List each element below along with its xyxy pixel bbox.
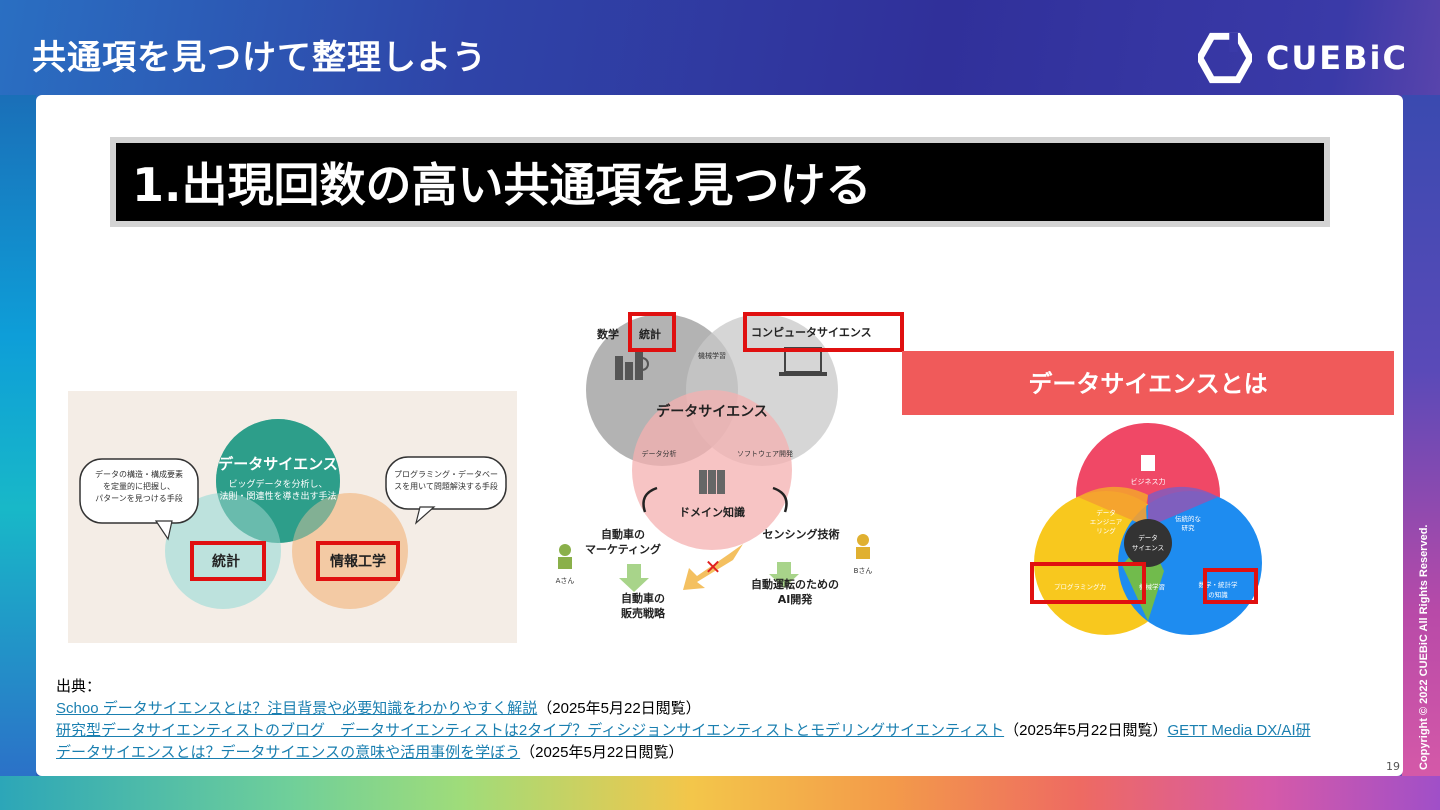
fig2-left-topic-1: 自動車の — [601, 527, 645, 541]
fig2-domain: ドメイン知識 — [679, 505, 745, 519]
right-decor-band — [1402, 95, 1440, 785]
fig2-math: 数学 — [597, 327, 619, 341]
fig2-right-result-2: AI開発 — [778, 592, 814, 606]
fig2-person-a: Aさん — [556, 577, 575, 585]
fig3-traditional-2: 研究 — [1182, 523, 1196, 532]
fig3-ml: 機械学習 — [1139, 582, 1165, 591]
figure-data-science-venn-3: データサイエンスとは ビジネス力 データ エンジニア リング 伝統的な 研究 デ… — [902, 351, 1394, 641]
source-link-schoo[interactable]: Schoo データサイエンスとは？注目背景や必要知識をわかりやすく解説 — [56, 700, 538, 717]
highlight-box-stats-2 — [628, 312, 676, 352]
fig2-stats: 統計 — [639, 327, 661, 341]
highlight-box-programming — [1030, 562, 1146, 604]
fig3-data-eng-2: エンジニア — [1090, 518, 1123, 526]
source-link-gett-b[interactable]: データサイエンスとは？データサイエンスの意味や活用事例を学ぼう — [56, 744, 521, 761]
source-line-1: Schoo データサイエンスとは？注目背景や必要知識をわかりやすく解説（2025… — [56, 698, 1311, 720]
source-date-2: （2025年5月22日閲覧） — [1004, 722, 1168, 739]
fig2-cs: コンピュータサイエンス — [751, 326, 872, 339]
figure-data-science-venn-1: データサイエンス ビッグデータを分析し、 法則・関連性を導き出す手法 データの構… — [68, 391, 517, 643]
fig3-center-2: サイエンス — [1132, 544, 1164, 552]
fig1-right-bubble-1: プログラミング・データベー — [394, 469, 498, 479]
fig2-left-result-1: 自動車の — [621, 591, 665, 605]
section-heading: 1.出現回数の高い共通項を見つける — [116, 143, 1324, 221]
fig3-math-1: 数学・統計学 — [1199, 580, 1239, 589]
highlight-box-infoeng — [316, 541, 400, 581]
fig2-left-result-2: 販売戦略 — [621, 606, 666, 620]
source-label: 出典： — [56, 678, 102, 695]
cuebic-logo: CUEBiC — [1198, 28, 1408, 88]
highlight-box-math — [1203, 568, 1258, 604]
fig3-banner: データサイエンスとは — [1028, 370, 1267, 398]
copyright-text: Copyright © 2022 CUEBiC All Rights Reser… — [1418, 524, 1430, 770]
hexagon-logo-icon — [1198, 32, 1252, 84]
fig1-right-bubble-2: スを用いて問題解決する手段 — [394, 481, 498, 491]
source-citations: 出典： Schoo データサイエンスとは？注目背景や必要知識をわかりやすく解説（… — [56, 676, 1311, 764]
fig1-center-title: データサイエンス — [218, 455, 338, 473]
fig2-right-topic: センシング技術 — [763, 527, 840, 541]
section-heading-box: 1.出現回数の高い共通項を見つける — [110, 137, 1330, 227]
fig3-programming: プログラミング力 — [1054, 582, 1106, 591]
fig2-software: ソフトウェア開発 — [737, 449, 793, 458]
highlight-box-stats-1 — [190, 541, 266, 581]
fig3-business: ビジネス力 — [1131, 477, 1166, 486]
highlight-box-cs — [743, 312, 904, 352]
fig3-center-1: データ — [1138, 533, 1158, 542]
fig1-center-desc-2: 法則・関連性を導き出す手法 — [219, 490, 336, 502]
source-date-1: （2025年5月22日閲覧） — [537, 700, 701, 717]
bottom-decor-band — [0, 776, 1440, 810]
left-decor-band — [0, 95, 36, 785]
fig3-math-2: の知識 — [1208, 590, 1228, 599]
source-link-gett-a[interactable]: GETT Media DX/AI研 — [1167, 722, 1311, 739]
fig2-center: データサイエンス — [656, 403, 768, 420]
fig1-center-desc-1: ビッグデータを分析し、 — [228, 478, 327, 490]
fig1-left-bubble-1: データの構造・構成要素 — [95, 469, 183, 479]
page-number: 19 — [1386, 760, 1400, 773]
fig1-left-circle-label: 統計 — [212, 553, 240, 570]
fig1-left-bubble-3: パターンを見つける手段 — [95, 493, 183, 503]
fig2-ml: 機械学習 — [698, 351, 726, 360]
source-link-blog[interactable]: 研究型データサイエンティストのブログ データサイエンティストは2タイプ？ディシジ… — [56, 722, 1005, 739]
source-date-3: （2025年5月22日閲覧） — [520, 744, 684, 761]
fig2-cross-icon: ✕ — [705, 555, 722, 579]
fig2-right-result-1: 自動運転のための — [751, 577, 839, 591]
fig3-data-eng-1: データ — [1096, 508, 1116, 517]
page-title: 共通項を見つけて整理しよう — [32, 38, 487, 78]
fig3-traditional-1: 伝統的な — [1175, 514, 1202, 523]
fig1-right-circle-label: 情報工学 — [330, 553, 386, 570]
fig1-left-bubble-2: を定量的に把握し、 — [103, 481, 175, 491]
source-line-3: データサイエンスとは？データサイエンスの意味や活用事例を学ぼう（2025年5月2… — [56, 742, 1311, 764]
logo-text: CUEBiC — [1265, 39, 1408, 77]
fig2-person-b: Bさん — [854, 567, 873, 575]
figure-data-science-venn-2: 数学 統計 コンピュータサイエンス 機械学習 データサイエンス データ分析 ソフ… — [547, 308, 897, 628]
fig2-data-analysis: データ分析 — [642, 449, 677, 458]
source-line-2: 研究型データサイエンティストのブログ データサイエンティストは2タイプ？ディシジ… — [56, 720, 1311, 742]
fig3-data-eng-3: リング — [1096, 526, 1116, 535]
fig2-left-topic-2: マーケティング — [585, 542, 661, 556]
